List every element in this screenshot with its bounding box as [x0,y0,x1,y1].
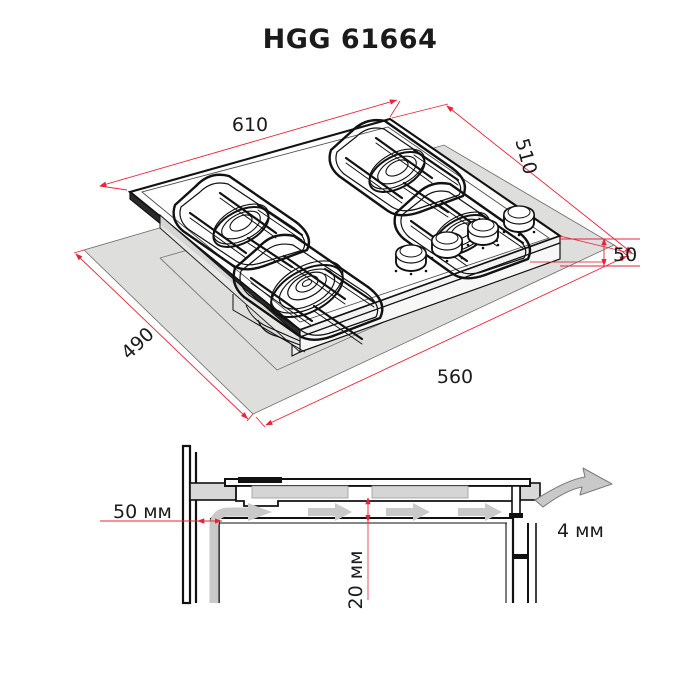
dim-510-label: 510 [510,136,541,177]
hob-section [224,477,531,518]
dim-610-label: 610 [232,114,268,136]
airflow-arrow-1 [308,503,352,521]
dimension-lines-section [100,497,371,600]
page-title: HGG 61664 [262,24,438,55]
airflow-path [209,503,272,603]
dim-20mm-label: 20 мм [345,551,367,610]
airflow-arrows [308,503,502,521]
dimension-labels-section: 50 мм 20 мм 4 мм [113,501,604,609]
escape-arrow [534,467,613,508]
dimension-lines-top [73,99,640,428]
dim-50-label: 50 [613,244,637,266]
dim-490-label: 490 [117,323,159,364]
dim-4mm-label: 4 мм [557,520,604,542]
cabinet-section [209,517,537,603]
dim-560-label: 560 [437,366,473,388]
airflow-arrow-3 [458,503,502,521]
wall-section [181,444,198,605]
dim-50mm-label: 50 мм [113,501,172,523]
airflow-arrow-2 [386,503,430,521]
